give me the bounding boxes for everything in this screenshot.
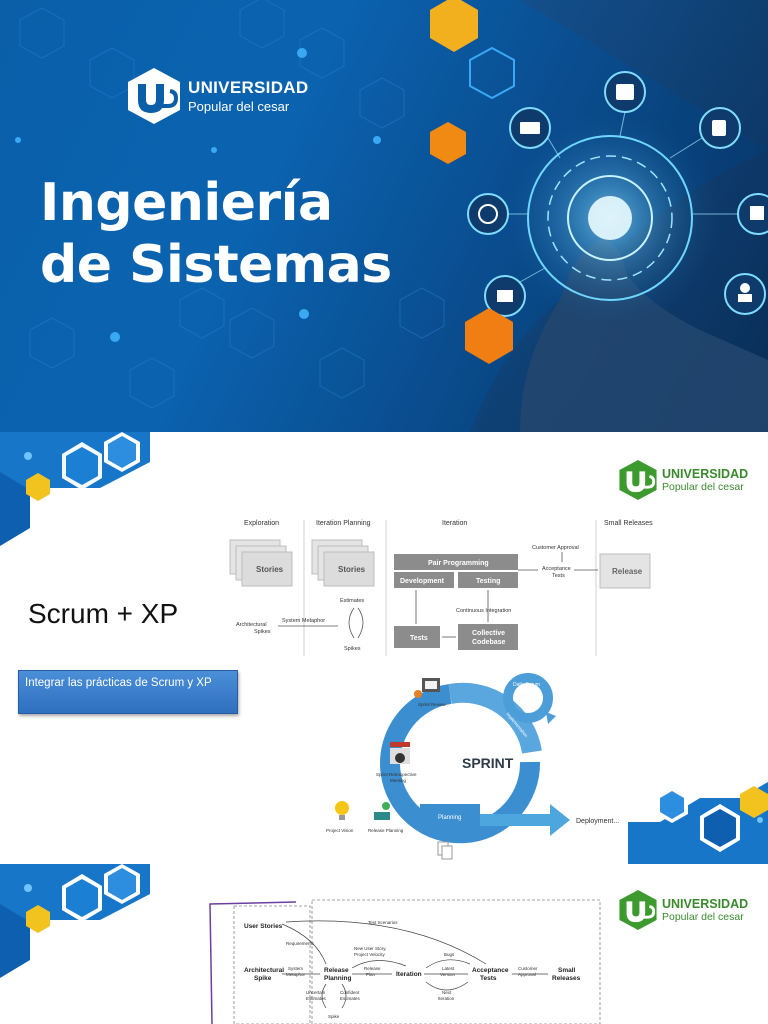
approval: Approval: [518, 972, 536, 977]
metaphor: Metaphor: [286, 972, 306, 977]
acceptance-tests: Tests: [480, 975, 497, 982]
release-planning-1: Release: [324, 967, 349, 974]
sprint-review-label: Sprint Review: [418, 702, 447, 707]
release-planning-icon: [374, 802, 390, 820]
project-vision-label: Project Vision: [326, 828, 354, 833]
label-small-releases: Small Releases: [604, 520, 653, 527]
retro-label-2: Meeting: [390, 778, 407, 783]
deployment-label: Deployment...: [576, 818, 619, 825]
release-planning-2: Planning: [324, 975, 351, 982]
project-vision-icon: [335, 801, 349, 820]
stories-exploration: Stories: [256, 565, 284, 574]
title-slide: UNIVERSIDAD Popular del cesar Ingeniería…: [0, 0, 768, 432]
logo-name: UNIVERSIDAD: [662, 467, 749, 481]
hexagon-background: [15, 0, 768, 432]
acceptance-tests: Tests: [552, 573, 565, 579]
release-box: Release: [612, 567, 643, 576]
spike-bottom: Spike: [328, 1014, 340, 1019]
label-exploration: Exploration: [244, 520, 279, 527]
customer-approval: Customer Approval: [532, 545, 579, 551]
pair-programming: Pair Programming: [428, 560, 489, 567]
slide-title: Ingeniería de Sistemas: [40, 172, 392, 296]
upc-logo-icon: [619, 460, 657, 500]
iteration-next: Iteration: [438, 996, 455, 1001]
xp-flow-diagram: User Stories Architectural Spike Release…: [209, 899, 601, 1024]
stories-planning: Stories: [338, 565, 366, 574]
testing: Testing: [476, 578, 500, 585]
daily-scrum: Daily Scrum: [513, 682, 540, 688]
logo-subtitle: Popular del cesar: [662, 911, 744, 923]
label-iteration: Iteration: [442, 520, 467, 527]
spikes-label: Spikes: [254, 629, 271, 635]
architectural-label: Architectural: [236, 622, 267, 628]
scrum-xp-slide: UNIVERSIDAD Popular del cesar Scrum + XP…: [0, 432, 768, 864]
next: Next: [442, 990, 452, 995]
small: Small: [558, 967, 576, 974]
spike: Spike: [254, 975, 272, 982]
hexagon-decoration: [0, 432, 768, 864]
development: Development: [400, 578, 445, 585]
releases: Releases: [552, 975, 581, 982]
hexagon-decoration: [0, 864, 150, 978]
upc-logo-icon: [128, 68, 180, 124]
retro-label-1: Sprint Retrospective: [376, 772, 417, 777]
label-iteration-planning: Iteration Planning: [316, 520, 371, 527]
university-logo: UNIVERSIDAD Popular del cesar: [126, 66, 308, 126]
codebase: Codebase: [472, 639, 506, 646]
user-stories: User Stories: [244, 923, 283, 930]
estimates: Estimates: [340, 598, 364, 604]
logo-subtitle: Popular del cesar: [188, 99, 290, 114]
planning-label: Planning: [438, 815, 461, 821]
architectural: Architectural: [244, 967, 284, 974]
latest: Latest: [442, 966, 455, 971]
estimates-2: Estimates: [340, 996, 361, 1001]
sprint-review-icon: [414, 678, 440, 698]
release-plan-2: Plan: [366, 972, 376, 977]
slide-heading: Scrum + XP: [28, 598, 179, 629]
logo-name: UNIVERSIDAD: [662, 897, 749, 911]
xp-flow-slide: UNIVERSIDAD Popular del cesar User Stori…: [0, 864, 768, 1024]
spikes-planning: Spikes: [344, 646, 361, 652]
test-scenarios: Test Scenarios: [368, 920, 398, 925]
iteration: Iteration: [396, 971, 422, 978]
customer: Customer: [518, 966, 538, 971]
collective: Collective: [472, 630, 505, 637]
project-velocity: Project Velocity: [354, 952, 386, 957]
system-metaphor: System Metaphor: [282, 618, 325, 624]
practices-callout: Integrar las prácticas de Scrum y XP: [18, 670, 238, 714]
sprint-center: SPRINT: [462, 755, 514, 771]
new-user-story: New User Story,: [354, 946, 386, 951]
sprint-cycle-diagram: Daily Scrum Planning Deployment... SPRIN…: [326, 673, 619, 860]
university-logo: UNIVERSIDAD Popular del cesar: [618, 458, 748, 502]
retrospective-meeting-icon: [390, 742, 410, 764]
title-line-2: de Sistemas: [40, 235, 392, 295]
upc-logo-icon: [619, 890, 657, 930]
confident: Confident: [340, 990, 360, 995]
acceptance: Acceptance: [542, 566, 571, 572]
tests-box: Tests: [410, 635, 428, 642]
backlog-docs-icon: [437, 841, 453, 860]
logo-name: UNIVERSIDAD: [188, 78, 309, 97]
xp-process-diagram: Exploration Iteration Planning Iteration…: [229, 520, 653, 656]
acceptance: Acceptance: [472, 967, 509, 974]
university-logo: UNIVERSIDAD Popular del cesar: [618, 888, 748, 932]
requirements: Requirements: [286, 941, 315, 946]
version: Version: [440, 972, 456, 977]
release-planning-label: Release Planning: [368, 828, 404, 833]
continuous-integration: Continuous Integration: [456, 608, 511, 614]
system: System: [288, 966, 303, 971]
release-plan-1: Release: [364, 966, 381, 971]
estimates-1: Estimates: [306, 996, 327, 1001]
bugs: Bugs: [444, 952, 455, 957]
title-line-1: Ingeniería: [40, 173, 333, 233]
logo-subtitle: Popular del cesar: [662, 481, 744, 493]
uncertain: Uncertain: [306, 990, 326, 995]
retrospective-label: Retrospective: [404, 752, 414, 780]
